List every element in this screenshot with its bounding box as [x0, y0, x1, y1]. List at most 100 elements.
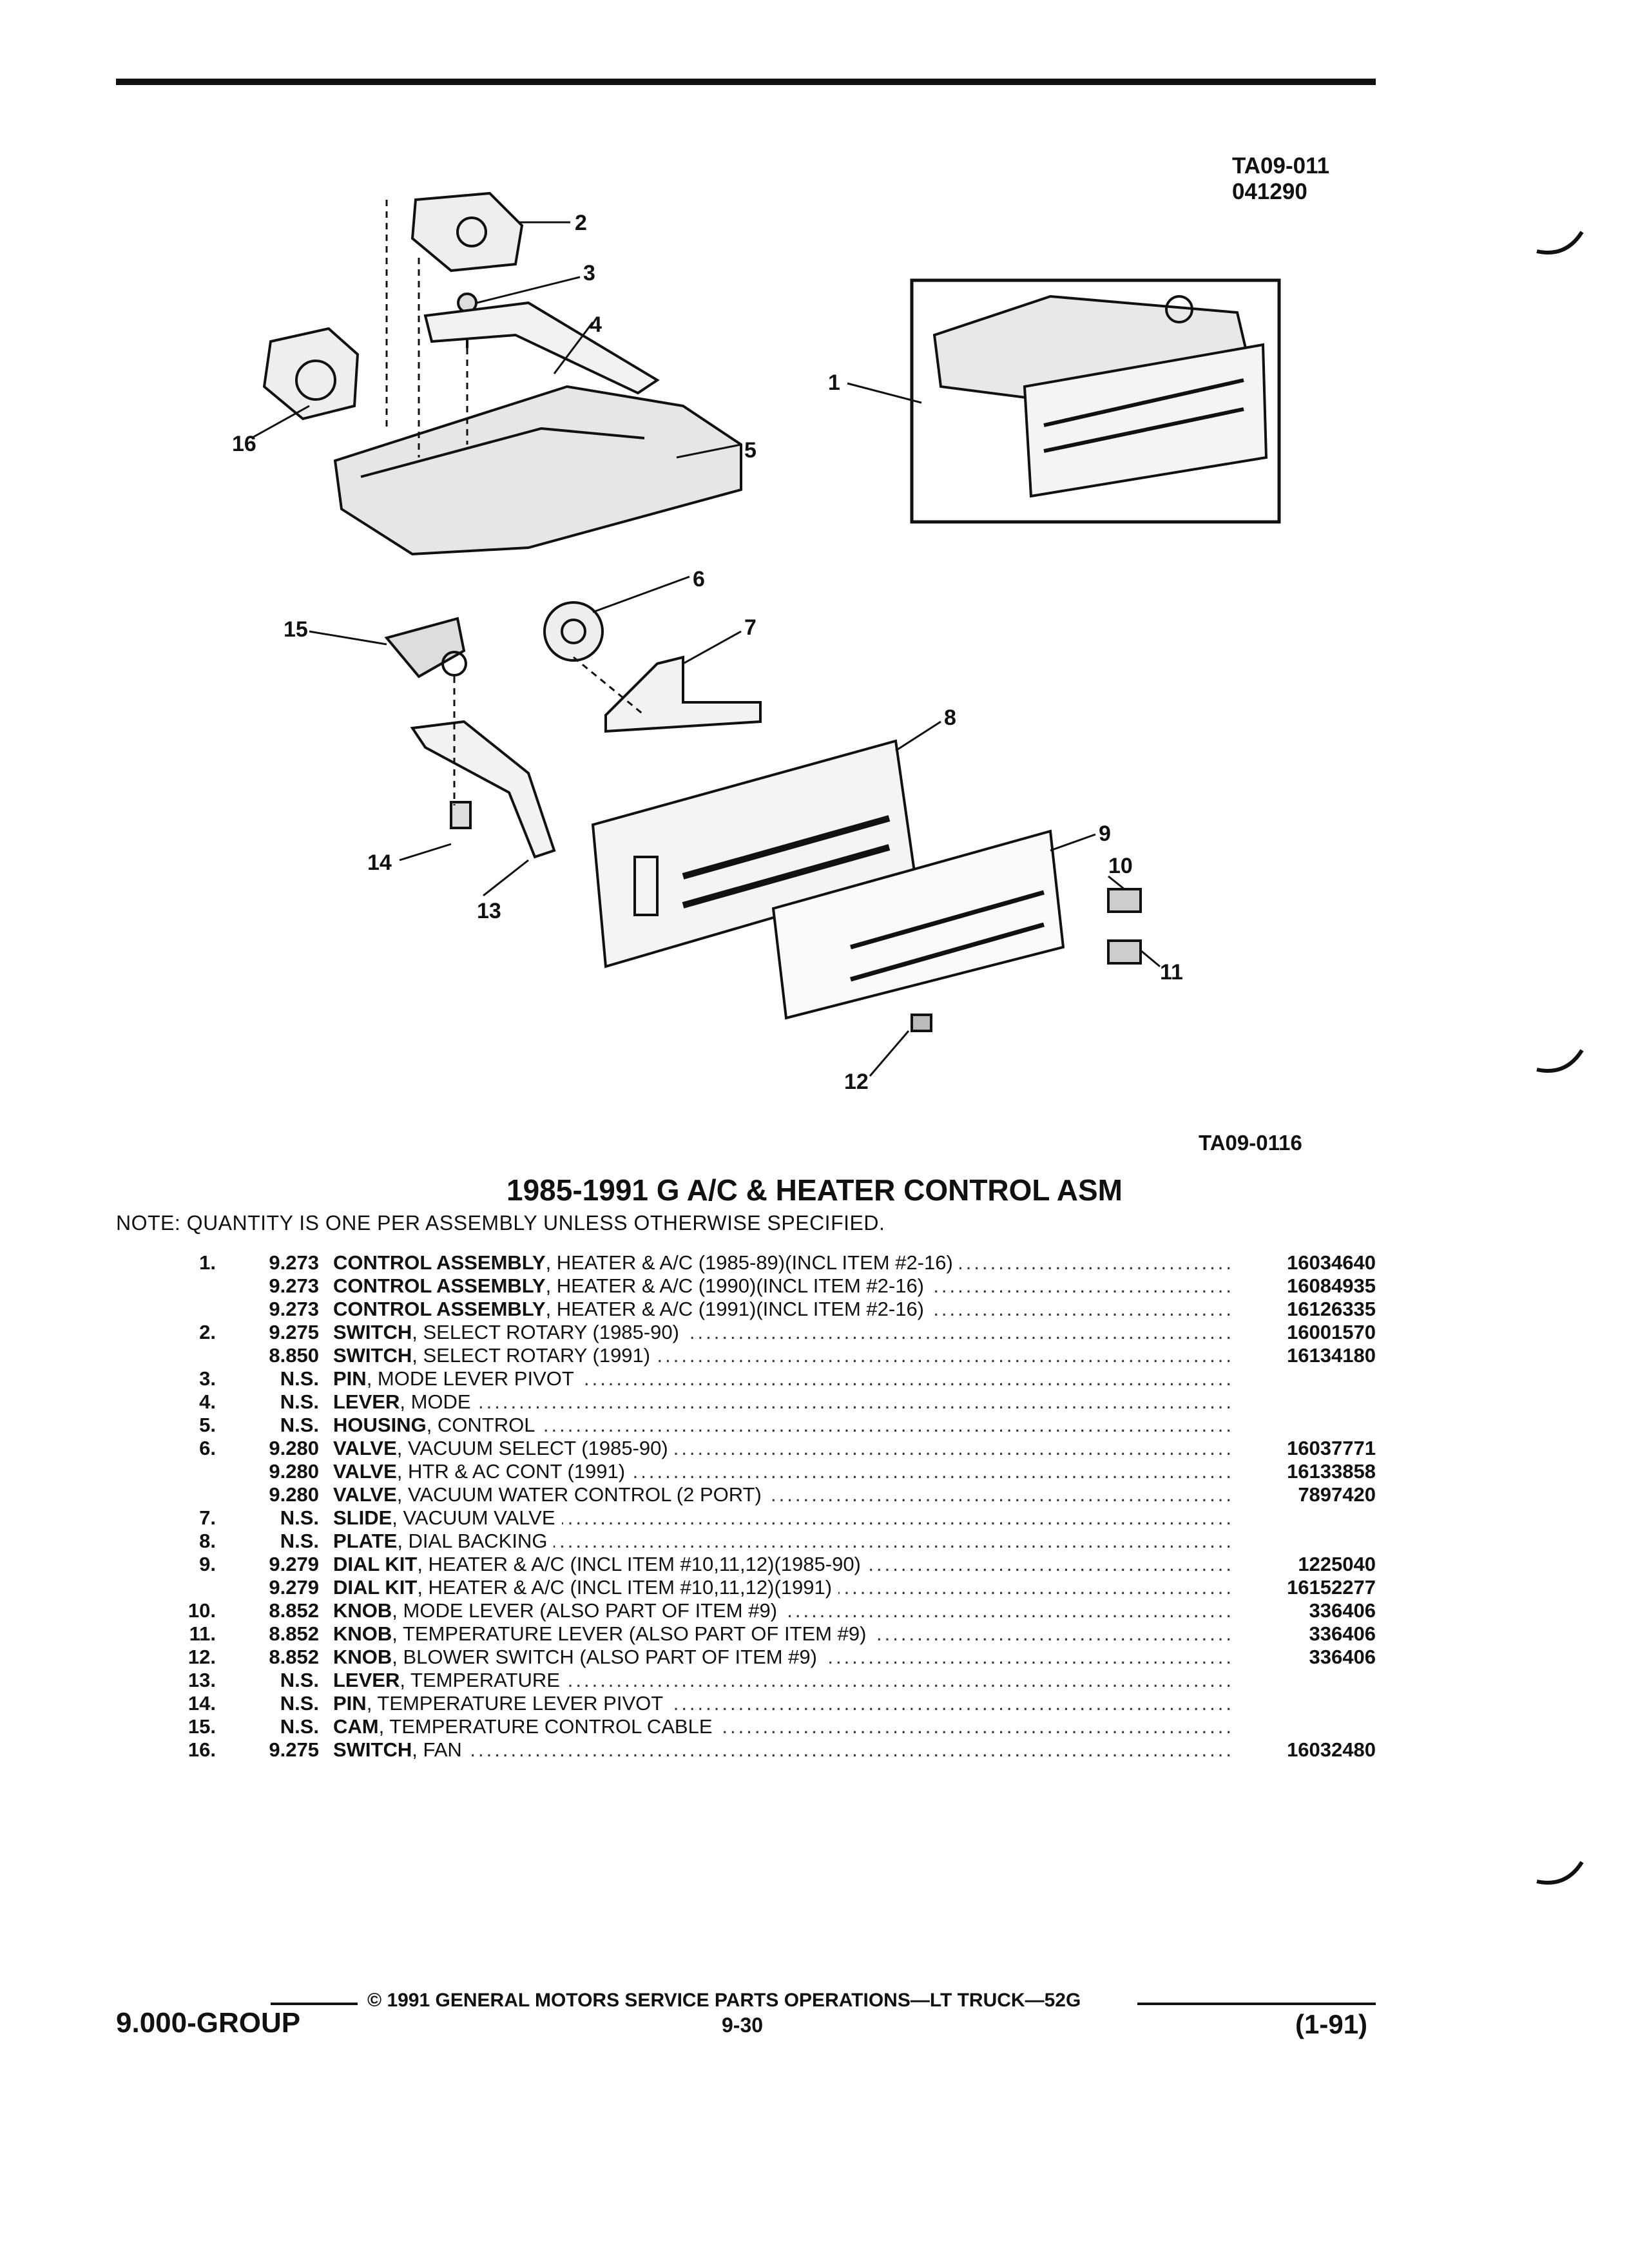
item-number: 10.	[188, 1599, 216, 1622]
part-name: PIN	[333, 1692, 367, 1715]
exploded-diagram-svg: 1 2 3 4 5 6 7 8 9 10 11 12 13 14 15 16	[232, 191, 1281, 1094]
part-number: 336406	[1309, 1622, 1376, 1645]
item-number: 2.	[199, 1321, 216, 1343]
part-detail: , MODE LEVER PIVOT	[366, 1367, 574, 1390]
callout-2: 2	[575, 211, 587, 235]
part-number: 16134180	[1287, 1344, 1376, 1367]
part-description: DIAL KIT, HEATER & A/C (INCL ITEM #10,11…	[333, 1553, 1234, 1576]
part-detail: , DIAL BACKING	[397, 1530, 548, 1552]
item-number: 6.	[199, 1437, 216, 1459]
part-description: LEVER, MODE.............................…	[333, 1390, 1234, 1414]
footer-copyright: © 1991 GENERAL MOTORS SERVICE PARTS OPER…	[367, 1990, 1081, 2011]
part-cam	[384, 617, 466, 678]
part-number: 336406	[1309, 1646, 1376, 1668]
group-number: 9.273	[269, 1251, 319, 1274]
page-number: 9-30	[722, 2013, 764, 2037]
exploded-diagram: 1 2 3 4 5 6 7 8 9 10 11 12 13 14 15 16	[193, 174, 1302, 1095]
parts-row: 5.N.S.HOUSING, CONTROL..................…	[161, 1414, 1376, 1437]
group-number: N.S.	[280, 1669, 319, 1691]
part-description: SWITCH, SELECT ROTARY (1991)............…	[333, 1344, 1234, 1367]
part-name: CONTROL ASSEMBLY	[333, 1274, 546, 1297]
ref-code: TA09-011	[1232, 153, 1330, 178]
part-detail: , VACUUM VALVE	[392, 1506, 555, 1529]
item-number: 7.	[199, 1506, 216, 1529]
part-description: LEVER, TEMPERATURE......................…	[333, 1669, 1234, 1692]
callout-8: 8	[944, 706, 956, 730]
part-detail: , TEMPERATURE LEVER (ALSO PART OF ITEM #…	[392, 1622, 867, 1645]
part-number: 7897420	[1298, 1483, 1376, 1506]
part-detail: , TEMPERATURE LEVER PIVOT	[366, 1692, 664, 1715]
callout-3: 3	[583, 261, 595, 285]
group-number: N.S.	[280, 1692, 319, 1715]
part-detail: , CONTROL	[426, 1414, 535, 1436]
part-name: CONTROL ASSEMBLY	[333, 1298, 546, 1320]
item-number: 3.	[199, 1367, 216, 1390]
part-fan-switch	[262, 327, 360, 421]
item-number: 15.	[188, 1715, 216, 1738]
group-number: 9.280	[269, 1483, 319, 1506]
group-number: 8.852	[269, 1622, 319, 1645]
part-name: CONTROL ASSEMBLY	[333, 1251, 546, 1274]
part-name: VALVE	[333, 1437, 397, 1459]
part-detail: , FAN	[412, 1738, 462, 1761]
part-detail: , HEATER & A/C (INCL ITEM #10,11,12)(198…	[417, 1553, 861, 1575]
callout-16: 16	[232, 432, 256, 456]
group-number: 9.275	[269, 1321, 319, 1343]
quantity-note: NOTE: QUANTITY IS ONE PER ASSEMBLY UNLES…	[116, 1211, 885, 1235]
part-description: CONTROL ASSEMBLY, HEATER & A/C (1990)(IN…	[333, 1274, 1234, 1298]
illustration-ref: TA09-011 041290	[1232, 153, 1329, 205]
item-number: 11.	[189, 1622, 216, 1645]
part-name: DIAL KIT	[333, 1576, 418, 1599]
footer-rule-left	[271, 2003, 358, 2005]
callout-13: 13	[477, 899, 501, 923]
part-number: 16032480	[1287, 1738, 1376, 1761]
part-description: SWITCH, FAN.............................…	[333, 1738, 1234, 1762]
item-number: 8.	[199, 1530, 216, 1552]
parts-row: 13. N.S. LEVER, TEMPERATURE...............…	[161, 1669, 1376, 1692]
part-name: VALVE	[333, 1460, 397, 1483]
leader-dots: ........................................…	[333, 1738, 1234, 1761]
part-vacuum-slide	[604, 655, 762, 733]
margin-mark	[1536, 1049, 1584, 1073]
group-number: 9.275	[269, 1738, 319, 1761]
parts-row: 4.N.S.LEVER, MODE.......................…	[161, 1390, 1376, 1414]
inset-faceplate	[1023, 343, 1268, 498]
item-number: 12.	[188, 1646, 216, 1668]
group-number: 9.273	[269, 1274, 319, 1297]
item-number: 16.	[188, 1738, 216, 1761]
part-name: DIAL KIT	[333, 1553, 418, 1575]
callout-6: 6	[693, 567, 705, 591]
part-detail: , VACUUM SELECT (1985-90)	[396, 1437, 668, 1459]
parts-row: 9.273 CONTROL ASSEMBLY, HEATER & A/C (199…	[161, 1274, 1376, 1298]
part-name: LEVER	[333, 1390, 400, 1413]
item-number: 13.	[188, 1669, 216, 1691]
part-name: LEVER	[333, 1669, 400, 1691]
group-number: N.S.	[280, 1506, 319, 1529]
part-name: SLIDE	[333, 1506, 392, 1529]
part-detail: , SELECT ROTARY (1985-90)	[412, 1321, 679, 1343]
item-number: 4.	[199, 1390, 216, 1413]
part-description: PIN, MODE LEVER PIVOT...................…	[333, 1367, 1234, 1390]
part-description: KNOB, BLOWER SWITCH (ALSO PART OF ITEM #…	[333, 1646, 1234, 1669]
part-number: 336406	[1309, 1599, 1376, 1622]
callout-4: 4	[590, 312, 602, 337]
callout-12: 12	[844, 1070, 869, 1094]
item-number: 1.	[199, 1251, 216, 1274]
parts-row: 3.N.S.PIN, MODE LEVER PIVOT.............…	[161, 1367, 1376, 1390]
item-number: 5.	[199, 1414, 216, 1436]
part-vacuum-valve	[543, 601, 604, 662]
group-number: 9.280	[269, 1437, 319, 1459]
part-name: PLATE	[333, 1530, 398, 1552]
part-description: SWITCH, SELECT ROTARY (1985-90).........…	[333, 1321, 1234, 1344]
callout-9: 9	[1099, 822, 1111, 846]
parts-row: 7.N.S.SLIDE, VACUUM VALVE...............…	[161, 1506, 1376, 1530]
